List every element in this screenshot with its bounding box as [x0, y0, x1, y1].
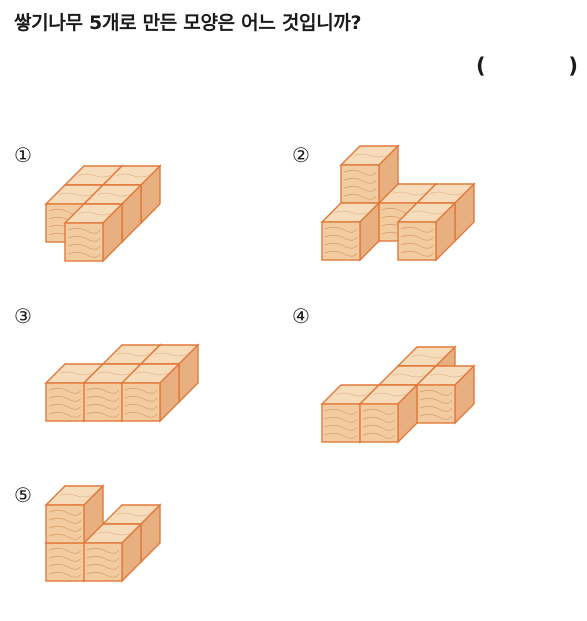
c4-cube: [358, 383, 419, 444]
c3-cube: [120, 362, 181, 423]
choice-3-block-figure: [44, 343, 200, 423]
c1-cube: [63, 202, 124, 263]
choice-1-block-figure: [44, 164, 162, 263]
choice-4-block-figure: [320, 345, 476, 444]
question-text: 쌓기나무 5개로 만든 모양은 어느 것입니까?: [14, 12, 362, 34]
answer-open-paren: (: [476, 54, 486, 78]
c5-cube: [44, 484, 105, 545]
choice-5-number: ⑤: [14, 483, 32, 507]
c2-cube: [320, 201, 381, 262]
answer-blank[interactable]: ( ): [472, 54, 582, 82]
c4-cube: [415, 364, 476, 425]
choice-2-number: ②: [292, 143, 310, 167]
choice-1-number: ①: [14, 143, 32, 167]
choice-3-number: ③: [14, 304, 32, 328]
answer-close-paren: ): [568, 54, 578, 78]
c2-cube: [339, 144, 400, 205]
choice-5-block-figure: [44, 484, 162, 583]
choice-2-block-figure: [320, 144, 476, 262]
c2-cube: [396, 201, 457, 262]
choice-4-number: ④: [292, 304, 310, 328]
